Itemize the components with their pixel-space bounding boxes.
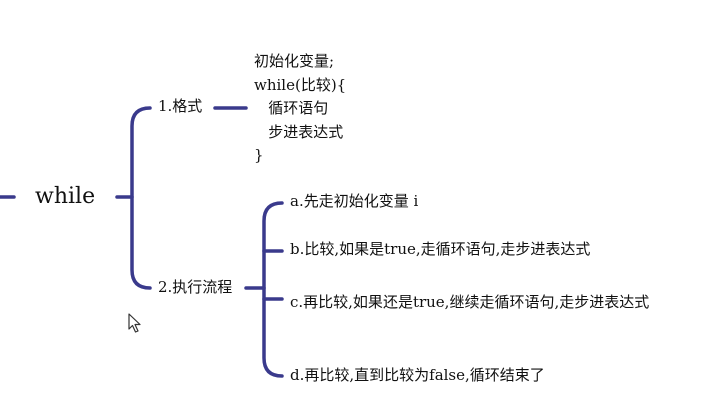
code-line: 步进表达式 bbox=[254, 122, 344, 141]
steps-bracket bbox=[262, 201, 284, 378]
step-c: c.再比较,如果还是true,继续走循环语句,走步进表达式 bbox=[290, 293, 650, 311]
step-a: a.先走初始化变量 i bbox=[290, 192, 419, 210]
step-b: b.比较,如果是true,走循环语句,走步进表达式 bbox=[290, 240, 591, 258]
branch-format-label: 1.格式 bbox=[158, 97, 203, 115]
code-line: while(比较){ bbox=[254, 75, 347, 94]
branch-execution-flow-label: 2.执行流程 bbox=[158, 278, 233, 296]
format-code-block: 初始化变量; while(比较){ 循环语句 步进表达式 } bbox=[254, 50, 346, 168]
root-bracket bbox=[130, 106, 152, 290]
code-line: } bbox=[254, 146, 264, 164]
step-d: d.再比较,直到比较为false,循环结束了 bbox=[290, 366, 545, 384]
root-node-while: while bbox=[35, 184, 96, 209]
code-line: 循环语句 bbox=[254, 99, 329, 117]
mouse-pointer-icon bbox=[128, 313, 141, 333]
code-line: 初始化变量; bbox=[254, 52, 335, 70]
